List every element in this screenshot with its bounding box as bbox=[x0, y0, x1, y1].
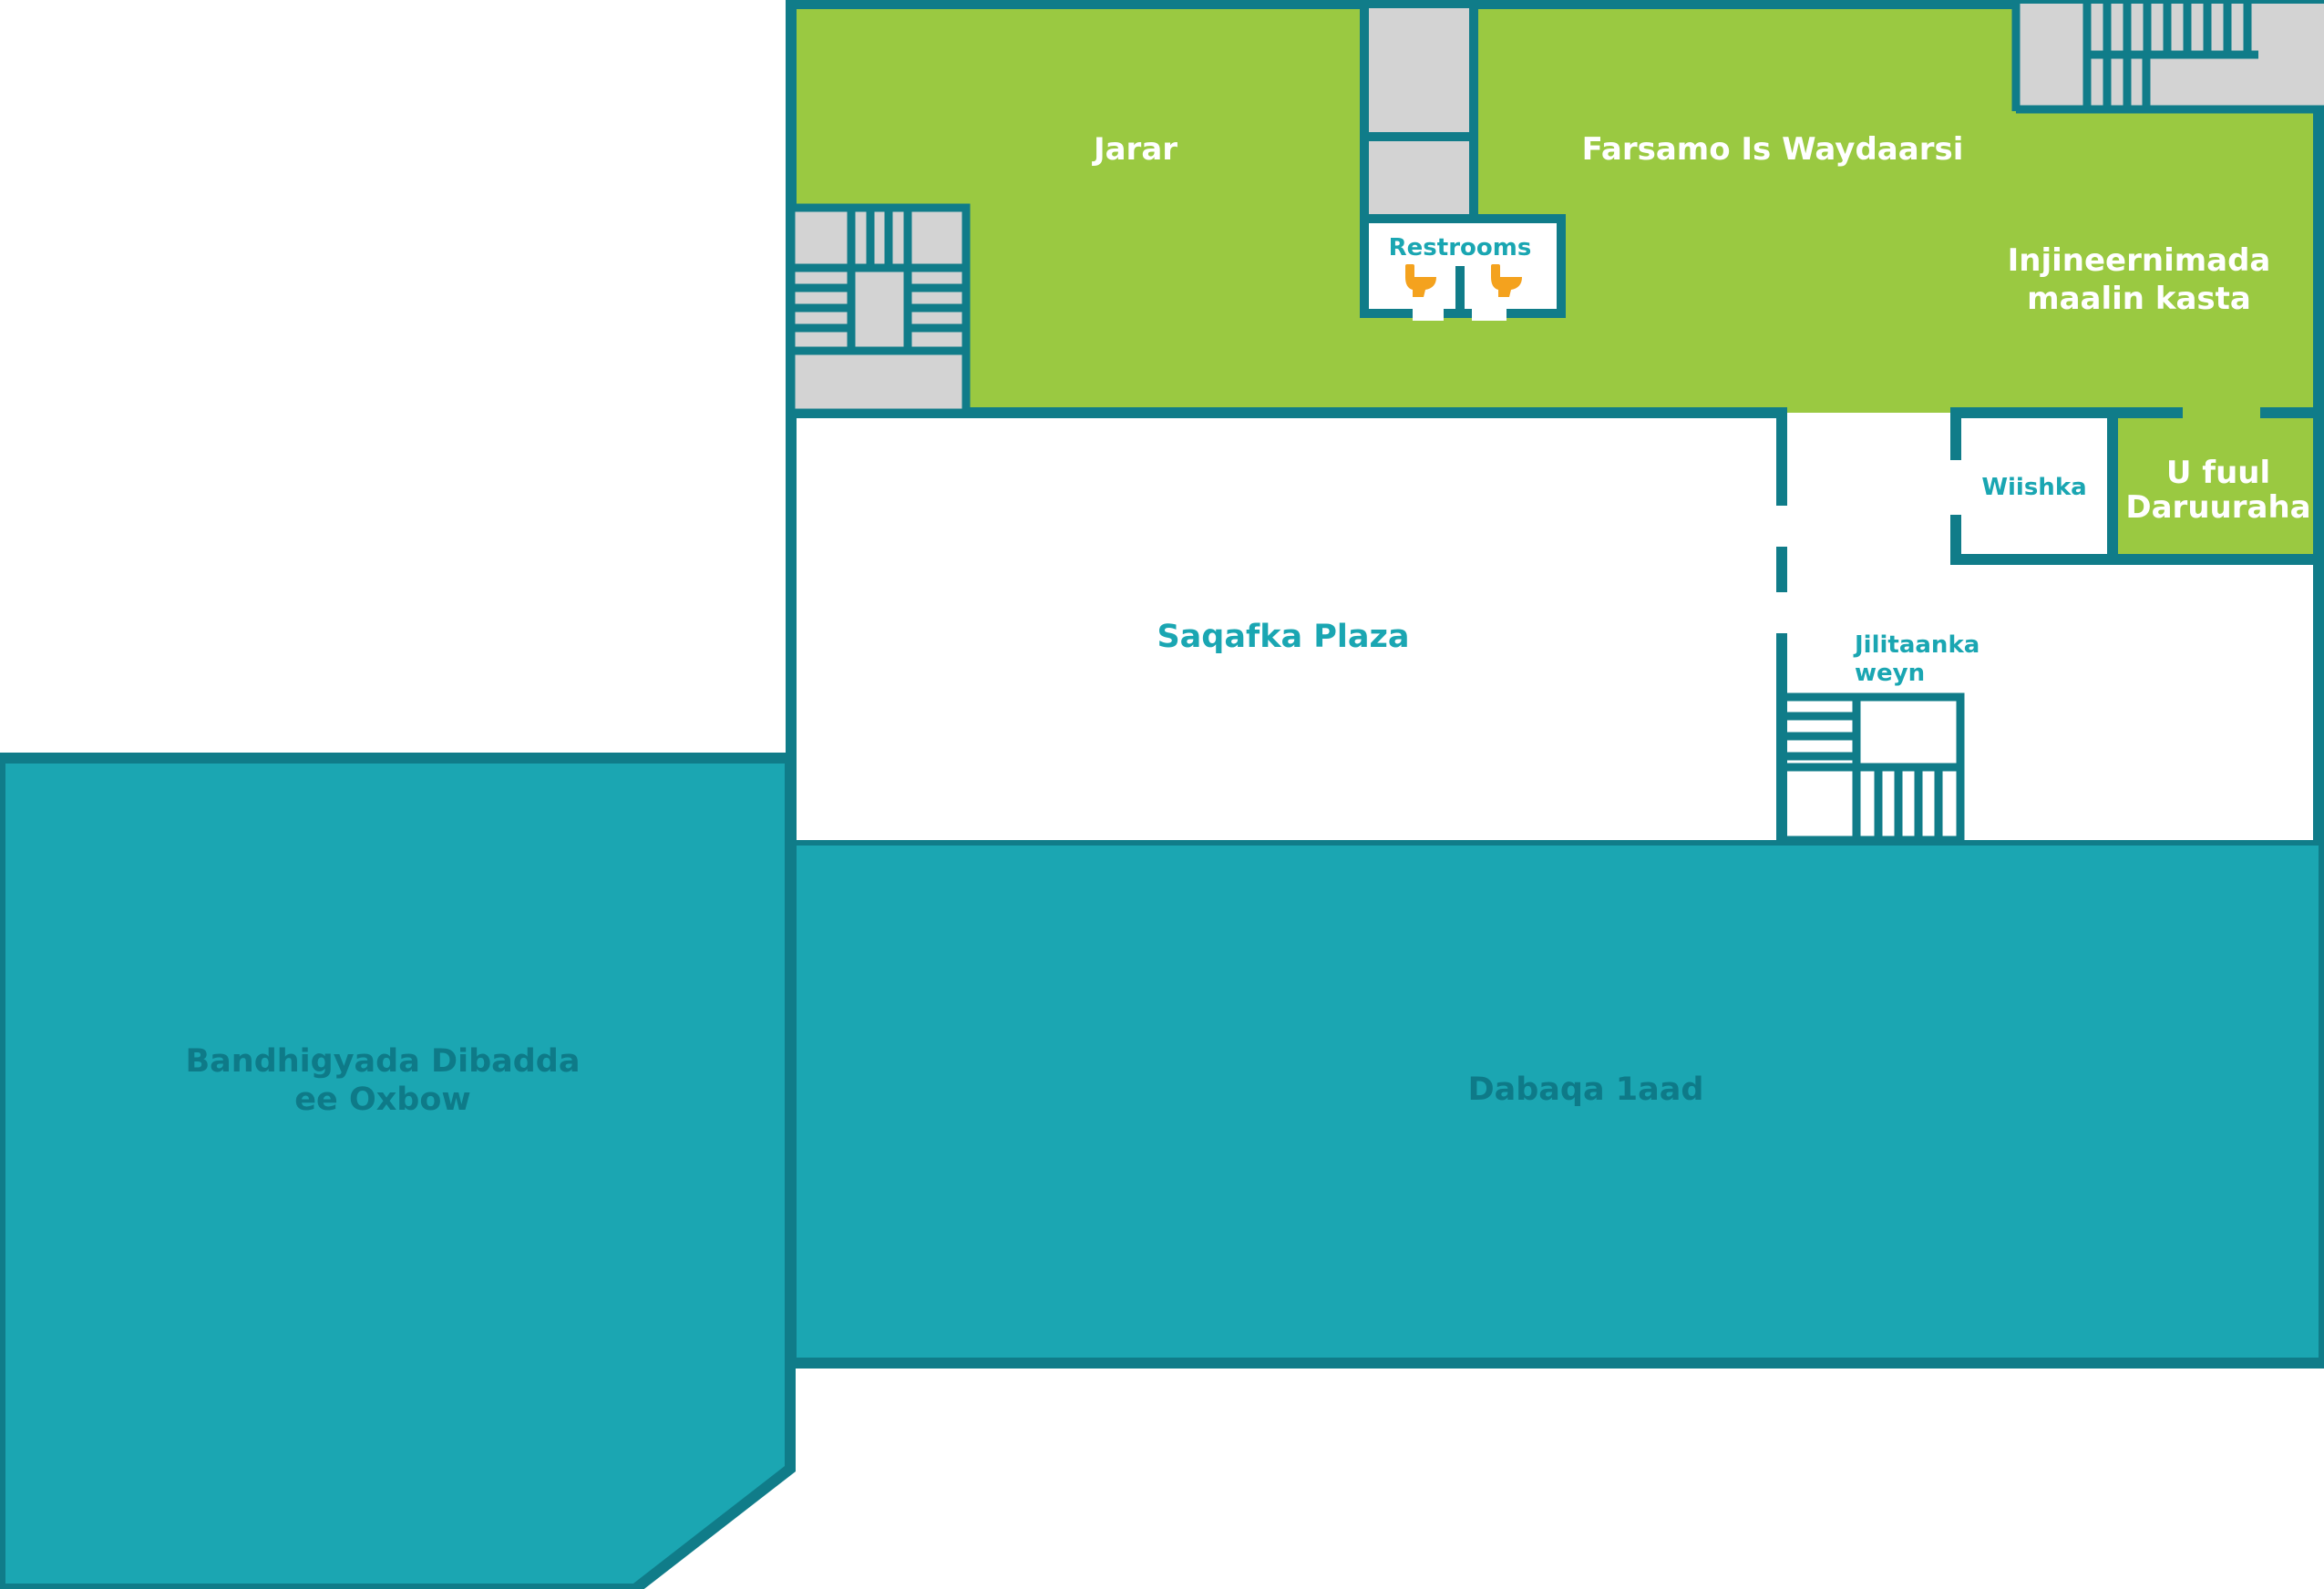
room-label-ufuul-1: U fuul bbox=[2166, 455, 2270, 491]
zone-bandhigyada[interactable] bbox=[0, 753, 796, 1589]
restrooms-block[interactable] bbox=[1360, 214, 1566, 321]
room-label-jarar: Jarar bbox=[1092, 131, 1177, 168]
room-label-saqafka: Saqafka Plaza bbox=[1157, 619, 1409, 655]
stairwell-central bbox=[1777, 692, 1965, 845]
room-label-bandhigyada-1: Bandhigyada Dibadda bbox=[186, 1043, 581, 1080]
toilet-icon bbox=[1491, 264, 1522, 297]
room-label-bandhigyada-2: ee Oxbow bbox=[294, 1082, 470, 1118]
room-label-injineernimada-2: maalin kasta bbox=[2027, 281, 2251, 317]
room-label-jilitaanka-1: Jilitaanka bbox=[1853, 631, 1980, 659]
zone-ufuul[interactable] bbox=[2114, 413, 2324, 559]
service-shaft bbox=[1360, 0, 1478, 223]
room-label-farsamo: Farsamo Is Waydaarsi bbox=[1582, 131, 1964, 168]
room-label-ufuul-2: Daruuraha bbox=[2125, 489, 2310, 526]
zone-saqafka[interactable] bbox=[791, 413, 2324, 840]
room-label-restrooms: Restrooms bbox=[1389, 234, 1532, 261]
zone-dabaqa[interactable] bbox=[786, 835, 2324, 1369]
room-label-wiishka: Wiishka bbox=[1981, 474, 2086, 501]
stairwell-west bbox=[787, 203, 971, 417]
room-label-jilitaanka-2: weyn bbox=[1855, 660, 1925, 687]
stairwell-northeast bbox=[2011, 4, 2324, 114]
room-label-dabaqa: Dabaqa 1aad bbox=[1468, 1071, 1704, 1108]
room-label-injineernimada-1: Injineernimada bbox=[2008, 242, 2271, 279]
toilet-icon bbox=[1405, 264, 1436, 297]
